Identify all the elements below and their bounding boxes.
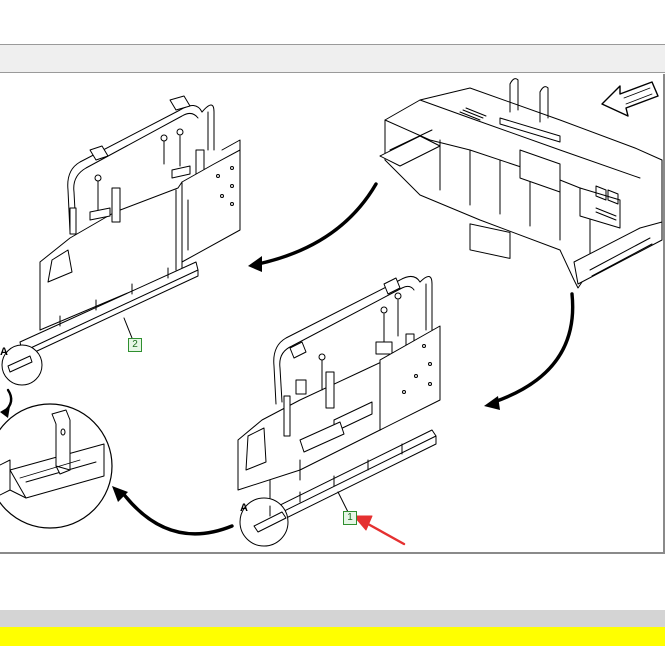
paver-machine bbox=[379, 78, 663, 289]
top-whitespace bbox=[0, 0, 665, 44]
callout-part-1: 1 bbox=[343, 511, 357, 525]
detail-label-a-bottom: A bbox=[240, 502, 248, 514]
detail-circle-top-left bbox=[1, 344, 43, 386]
flow-arrow-detail bbox=[120, 490, 234, 536]
removed-side-plate-assembly bbox=[19, 95, 241, 359]
detail-label-a-left: A bbox=[0, 346, 8, 358]
footer-yellow-bar bbox=[0, 627, 665, 646]
footer-gray-bar bbox=[0, 610, 665, 627]
diagram-frame bbox=[0, 74, 665, 554]
flow-arrow-machine-to-removed bbox=[256, 182, 378, 266]
installed-side-plate-assembly bbox=[237, 276, 441, 529]
flow-arrowheads bbox=[0, 256, 500, 502]
header-bar bbox=[0, 44, 665, 73]
detail-circle-a bbox=[239, 497, 289, 547]
pointer-arrow-icon bbox=[353, 515, 406, 546]
direction-arrow-icon bbox=[601, 81, 659, 117]
flow-arrow-machine-to-installed bbox=[492, 292, 575, 404]
callout-part-2: 2 bbox=[128, 338, 142, 352]
detail-magnification bbox=[0, 403, 113, 529]
assembly-diagram bbox=[0, 78, 663, 547]
